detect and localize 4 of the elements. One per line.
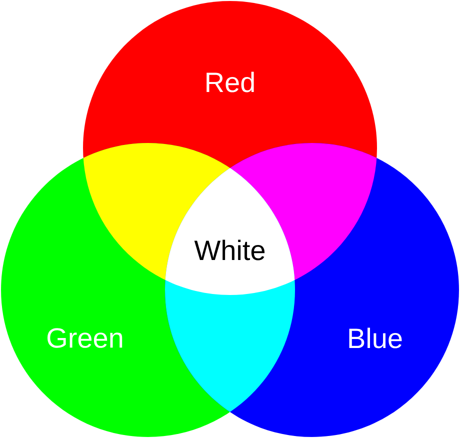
region-label: Green [48, 328, 122, 348]
region-label: White [194, 240, 265, 260]
region-label: Red [206, 72, 254, 92]
region-label: Blue [349, 328, 402, 348]
